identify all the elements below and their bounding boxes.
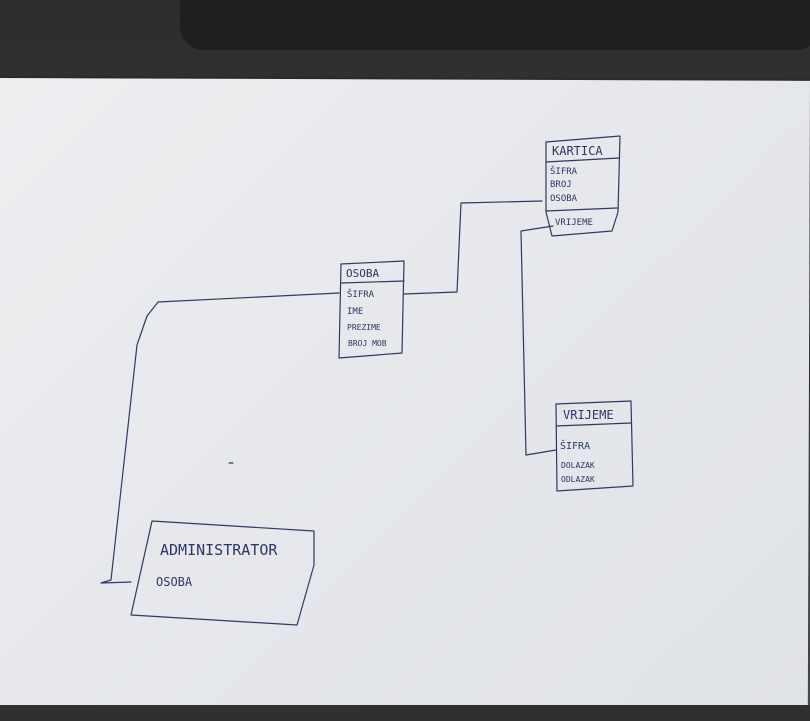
administrator-title: ADMINISTRATOR — [160, 541, 278, 559]
osoba-field-sifra: ŠIFRA — [347, 288, 375, 300]
administrator-frame — [130, 520, 315, 626]
kartica-header-divider — [545, 157, 620, 163]
entity-osoba: OSOBA ŠIFRA IME PREZIME BROJ MOB — [338, 260, 405, 359]
osoba-frame — [338, 260, 405, 359]
vrijeme-field-odlazak: ODLAZAK — [561, 475, 595, 484]
vrijeme-header-divider — [555, 422, 632, 427]
entity-administrator: ADMINISTRATOR OSOBA — [130, 520, 315, 626]
kartica-title: KARTICA — [552, 144, 603, 158]
osoba-field-broj-mob: BROJ MOB — [348, 339, 387, 348]
kartica-field-vrijeme: VRIJEME — [555, 218, 593, 228]
relation-vrijeme-kartica — [520, 225, 557, 456]
entity-kartica: KARTICA ŠIFRA BROJ OSOBA VRIJEME — [545, 135, 621, 237]
background-object — [180, 0, 810, 50]
relation-osoba-kartica — [403, 200, 543, 295]
vrijeme-field-dolazak: DOLAZAK — [561, 461, 595, 470]
osoba-header-divider — [340, 280, 405, 284]
administrator-field-osoba: OSOBA — [156, 575, 193, 589]
kartica-field-divider — [545, 207, 618, 212]
osoba-title: OSOBA — [346, 267, 379, 280]
table-edge — [0, 705, 810, 721]
kartica-field-osoba: OSOBA — [550, 194, 578, 204]
vrijeme-frame — [555, 400, 634, 492]
kartica-field-sifra: ŠIFRA — [550, 165, 578, 177]
entity-vrijeme: VRIJEME ŠIFRA DOLAZAK ODLAZAK — [555, 400, 634, 492]
relation-osoba-administrator — [100, 292, 340, 584]
kartica-frame — [545, 135, 621, 237]
kartica-field-broj: BROJ — [550, 180, 572, 190]
vrijeme-title: VRIJEME — [563, 408, 614, 422]
osoba-field-prezime: PREZIME — [347, 323, 381, 332]
osoba-field-ime: IME — [347, 307, 363, 317]
vrijeme-field-sifra: ŠIFRA — [560, 439, 590, 452]
